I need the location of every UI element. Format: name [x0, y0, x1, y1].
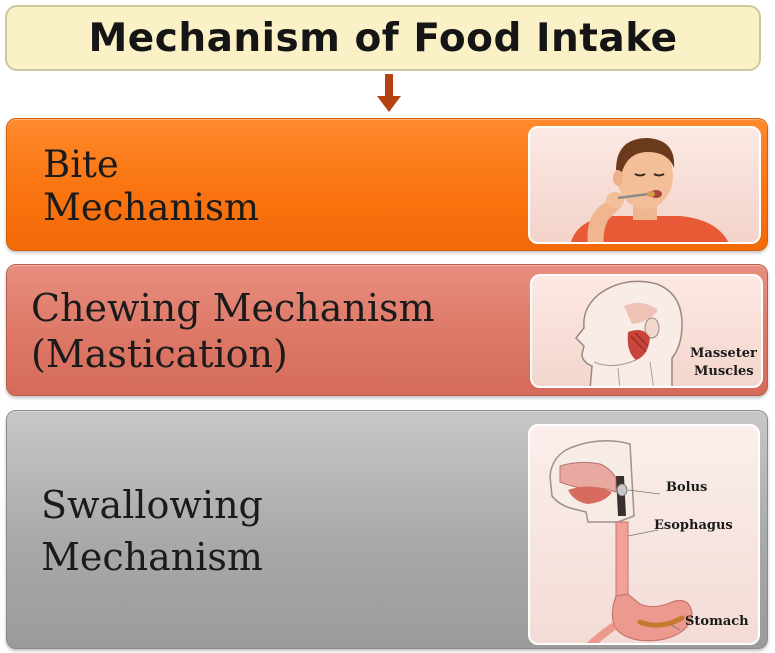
bite-line-1: Bite	[43, 143, 119, 186]
chewing-mechanism-label: Chewing Mechanism (Mastication)	[31, 285, 435, 378]
bite-mechanism-label: Bite Mechanism	[43, 143, 259, 230]
chewing-mechanism-panel: Chewing Mechanism (Mastication) Masseter…	[6, 264, 768, 396]
masseter-muscle-illustration: Masseter Muscles	[530, 274, 763, 388]
bite-line-2: Mechanism	[43, 186, 260, 230]
head-profile-icon	[574, 280, 683, 386]
masseter-label-line-1: Masseter	[690, 346, 757, 361]
swallowing-line-2: Mechanism	[41, 535, 263, 580]
masseter-label-line-2: Muscles	[694, 364, 754, 379]
chewing-line-1: Chewing Mechanism	[31, 286, 435, 330]
bite-mechanism-panel: Bite Mechanism	[6, 118, 768, 251]
person-eating-icon	[571, 138, 729, 242]
title-box: Mechanism of Food Intake	[5, 5, 761, 71]
bolus-label: Bolus	[666, 480, 708, 495]
stomach-label: Stomach	[685, 614, 749, 629]
down-arrow-icon	[377, 74, 401, 112]
swallowing-line-1: Swallowing	[41, 483, 263, 527]
digestive-tract-illustration: Bolus Esophagus Stomach	[528, 424, 760, 645]
diagram-title: Mechanism of Food Intake	[88, 15, 678, 61]
person-eating-illustration	[528, 126, 761, 244]
esophagus-label: Esophagus	[654, 518, 733, 533]
swallowing-mechanism-label: Swallowing Mechanism	[41, 479, 263, 584]
esophagus-stomach-icon	[549, 440, 693, 643]
swallowing-mechanism-panel: Swallowing Mechanism Bolus	[6, 410, 768, 649]
chewing-line-2: (Mastication)	[31, 332, 288, 377]
